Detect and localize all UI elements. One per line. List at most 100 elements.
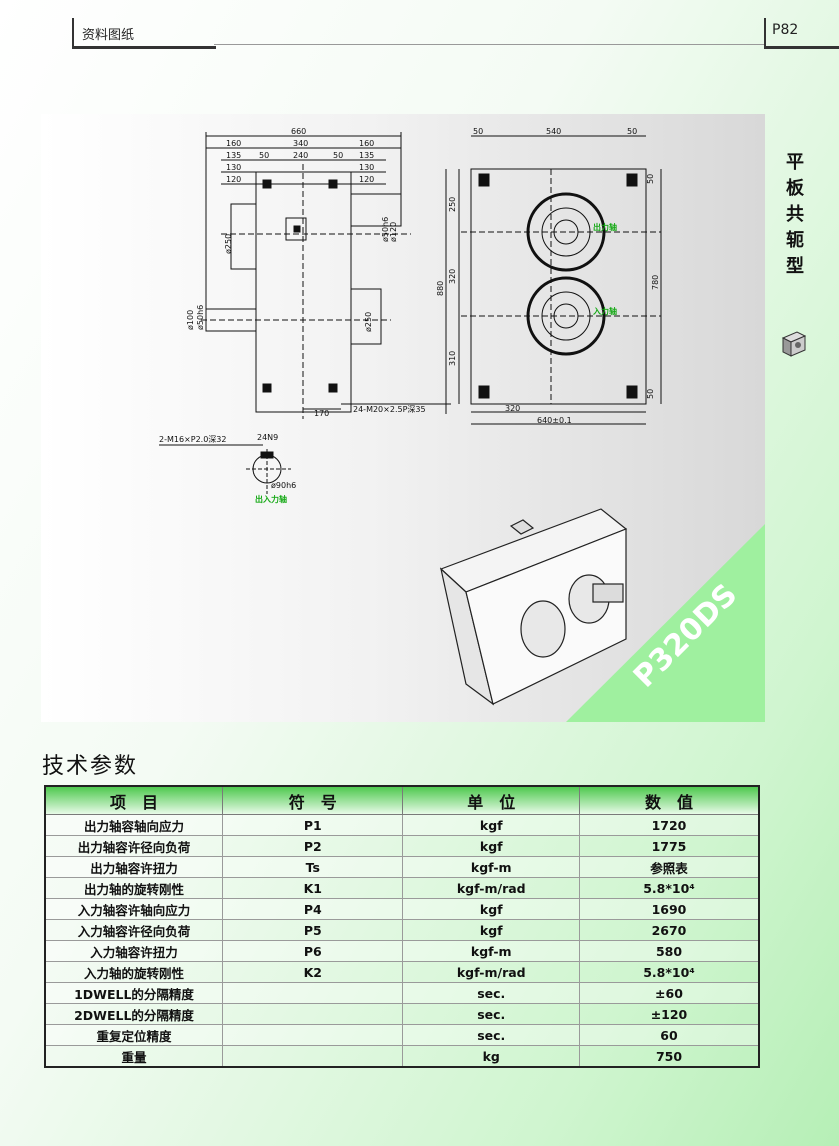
cell-value: 580 <box>578 940 760 962</box>
cell-unit: kgf-m/rad <box>402 961 580 983</box>
key-detail-labels: 2-M16×P2.0深32 24N9 ø90h6 出入力轴 <box>159 433 296 504</box>
cell-value: 参照表 <box>578 856 760 878</box>
cell-item: 出力轴容许扭力 <box>44 856 224 878</box>
dim-880: 880 <box>436 281 445 296</box>
model-ribbon <box>566 524 765 722</box>
dim-780: 780 <box>651 275 660 290</box>
cell-unit: sec. <box>402 1024 580 1046</box>
table-row: 入力轴容许轴向应力 P4 kgf 1690 <box>44 898 760 920</box>
cell-item: 1DWELL的分隔精度 <box>44 982 224 1004</box>
cell-value: 5.8*10⁴ <box>578 877 760 899</box>
cell-unit: kg <box>402 1045 580 1068</box>
spec-table: 项 目 符 号 单 位 数 值 出力轴容轴向应力 P1 kgf 1720 出力轴… <box>44 785 760 1068</box>
key-note: 2-M16×P2.0深32 <box>159 435 227 444</box>
key-dim-24n9: 24N9 <box>257 433 278 442</box>
side-title: 平 板 共 轭 型 <box>784 150 806 280</box>
cell-value: 750 <box>578 1045 760 1068</box>
cell-symbol: Ts <box>222 856 404 878</box>
dim-130-right: 130 <box>359 163 374 172</box>
dim-dia50h6-right: ø50h6 <box>381 217 390 242</box>
cell-item: 入力轴容许轴向应力 <box>44 898 224 920</box>
dim-240: 240 <box>293 151 308 160</box>
isometric-view <box>439 508 628 706</box>
cell-value: 1720 <box>578 814 760 836</box>
dim-dia100: ø100 <box>186 310 195 330</box>
cell-unit: kgf <box>402 919 580 941</box>
dim-dia250-right: ø250 <box>364 312 373 332</box>
table-row: 2DWELL的分隔精度 sec. ±120 <box>44 1003 760 1025</box>
dim-side-50-top: 50 <box>646 174 655 184</box>
header-item: 项 目 <box>44 785 224 815</box>
dim-320-horizontal: 320 <box>505 404 520 413</box>
side-title-char: 共 <box>786 204 804 225</box>
cell-symbol: P5 <box>222 919 404 941</box>
header-rule <box>214 44 764 45</box>
cell-unit: kgf <box>402 898 580 920</box>
cell-value: 5.8*10⁴ <box>578 961 760 983</box>
cell-value: 1690 <box>578 898 760 920</box>
table-row: 入力轴的旋转刚性 K2 kgf-m/rad 5.8*10⁴ <box>44 961 760 983</box>
drawing-panel: 660 160 340 160 135 50 240 50 135 130 13… <box>41 114 765 722</box>
cell-item: 入力轴的旋转刚性 <box>44 961 224 983</box>
table-row: 入力轴容许径向负荷 P5 kgf 2670 <box>44 919 760 941</box>
side-view-labels: 50 540 50 50 250 320 310 880 780 50 320 … <box>436 127 660 425</box>
cell-item: 出力轴的旋转刚性 <box>44 877 224 899</box>
cell-value: ±120 <box>578 1003 760 1025</box>
cell-unit: sec. <box>402 1003 580 1025</box>
dim-side-50-bottom: 50 <box>646 389 655 399</box>
dim-340: 340 <box>293 139 308 148</box>
dim-160-right: 160 <box>359 139 374 148</box>
dim-50-left: 50 <box>259 151 269 160</box>
dim-320-vertical: 320 <box>448 269 457 284</box>
side-view <box>445 135 662 425</box>
dim-120-right: 120 <box>359 175 374 184</box>
cell-unit: kgf-m <box>402 940 580 962</box>
table-row: 出力轴容许扭力 Ts kgf-m 参照表 <box>44 856 760 878</box>
side-title-char: 轭 <box>786 230 804 251</box>
table-row: 出力轴的旋转刚性 K1 kgf-m/rad 5.8*10⁴ <box>44 877 760 899</box>
table-row: 重量 kg 750 <box>44 1045 760 1068</box>
cell-value: 2670 <box>578 919 760 941</box>
technical-drawing: 660 160 340 160 135 50 240 50 135 130 13… <box>159 127 765 722</box>
dim-side-50-right: 50 <box>627 127 637 136</box>
cell-value: ±60 <box>578 982 760 1004</box>
cell-unit: kgf-m <box>402 856 580 878</box>
dim-side-50-left: 50 <box>473 127 483 136</box>
header-section-label: 资料图纸 <box>82 28 135 43</box>
cell-item: 2DWELL的分隔精度 <box>44 1003 224 1025</box>
dim-170: 170 <box>314 409 329 418</box>
section-title: 技术参数 <box>42 754 139 779</box>
cell-symbol <box>222 1003 404 1025</box>
dim-160-left: 160 <box>226 139 241 148</box>
cell-item: 重量 <box>44 1045 224 1068</box>
cell-symbol: P2 <box>222 835 404 857</box>
dim-120-left: 120 <box>226 175 241 184</box>
output-shaft-label: 出力轴 <box>593 222 617 232</box>
cell-item: 出力轴容许径向负荷 <box>44 835 224 857</box>
front-view-labels: 660 160 340 160 135 50 240 50 135 130 13… <box>186 127 426 418</box>
cell-symbol: P6 <box>222 940 404 962</box>
header-value: 数 值 <box>578 785 760 815</box>
header-unit: 单 位 <box>402 785 580 815</box>
page-number: P82 <box>772 22 799 38</box>
dim-dia250-left: ø250 <box>224 234 233 254</box>
dim-135-right: 135 <box>359 151 374 160</box>
dim-130-left: 130 <box>226 163 241 172</box>
key-dim-dia90h6: ø90h6 <box>271 481 296 490</box>
cell-unit: kgf <box>402 835 580 857</box>
cell-item: 入力轴容许径向负荷 <box>44 919 224 941</box>
front-view <box>201 132 451 419</box>
side-title-char: 板 <box>786 178 804 199</box>
cell-item: 重复定位精度 <box>44 1024 224 1046</box>
cell-symbol <box>222 982 404 1004</box>
table-row: 出力轴容轴向应力 P1 kgf 1720 <box>44 814 760 836</box>
cell-symbol: K2 <box>222 961 404 983</box>
header-symbol: 符 号 <box>222 785 404 815</box>
table-row: 入力轴容许扭力 P6 kgf-m 580 <box>44 940 760 962</box>
key-caption: 出入力轴 <box>255 494 287 504</box>
key-detail <box>159 444 291 494</box>
cell-unit: kgf-m/rad <box>402 877 580 899</box>
input-shaft-label: 入力轴 <box>592 306 617 316</box>
cell-value: 1775 <box>578 835 760 857</box>
dim-660: 660 <box>291 127 306 136</box>
